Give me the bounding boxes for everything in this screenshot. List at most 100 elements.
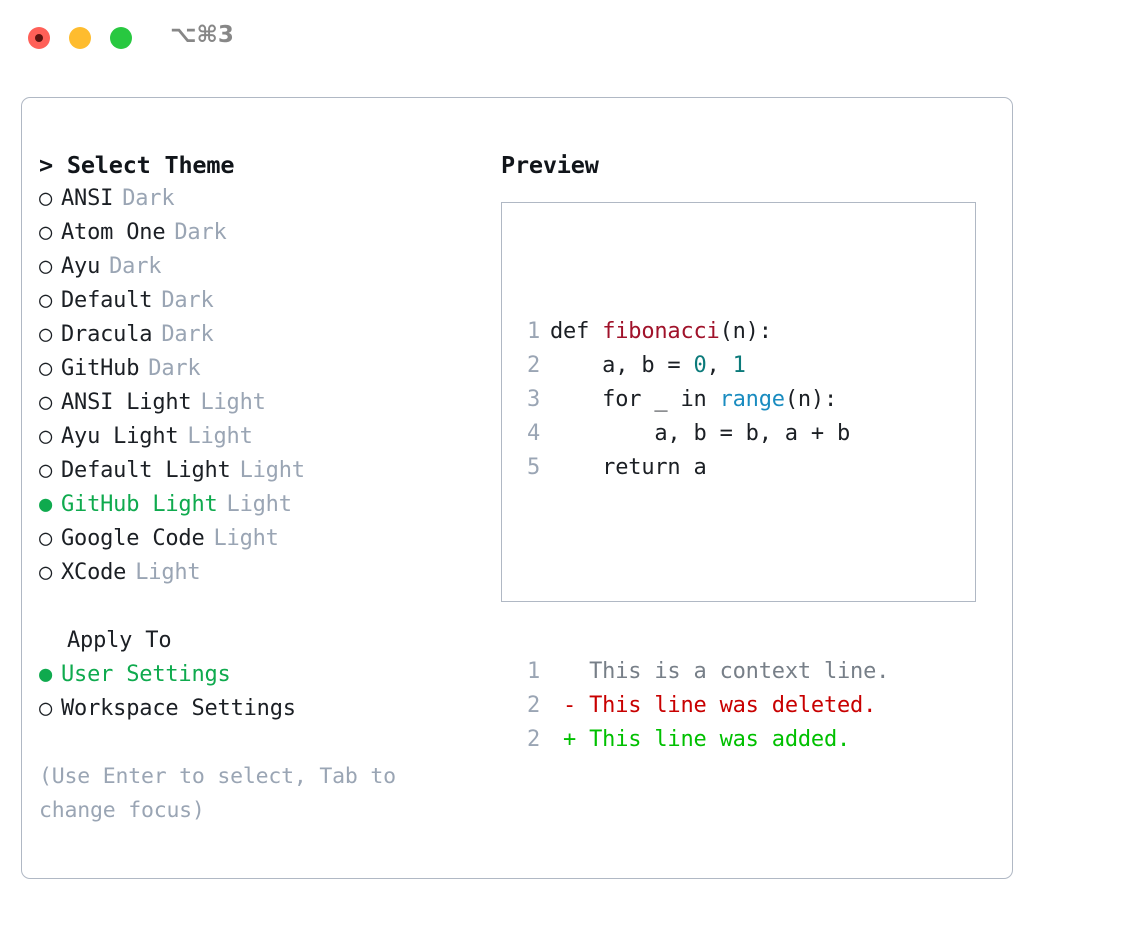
theme-option-label: Default <box>61 288 153 313</box>
theme-option-label: ANSI Light <box>61 390 192 415</box>
radio-unselected-icon: ○ <box>39 424 53 449</box>
line-number: 2 <box>526 693 540 718</box>
keyboard-shortcut-label: ⌥⌘3 <box>170 22 234 48</box>
line-number: 1 <box>526 319 540 344</box>
diff-line-ctx: 1 This is a context line. <box>514 655 889 689</box>
theme-option-tag: Dark <box>148 356 201 381</box>
diff-line-del: 2 - This line was deleted. <box>514 689 889 723</box>
diff-marker: - <box>550 693 577 718</box>
code-line: 4 a, b = b, a + b <box>514 417 889 451</box>
radio-selected-icon: ● <box>39 492 53 517</box>
code-token: a, b = b, a + b <box>550 421 851 446</box>
theme-option-default-light[interactable]: ○ Default Light Light <box>39 454 479 488</box>
line-number: 2 <box>526 353 540 378</box>
radio-unselected-icon: ○ <box>39 696 53 721</box>
window-controls <box>28 27 132 49</box>
theme-option-tag: Light <box>135 560 201 585</box>
code-token: (n): <box>784 387 838 412</box>
diff-text: This line was added. <box>576 727 851 752</box>
code-line: 1 def fibonacci(n): <box>514 315 889 349</box>
theme-option-ansi[interactable]: ○ ANSI Dark <box>39 182 479 216</box>
theme-option-label: GitHub <box>61 356 140 381</box>
diff-sample: 1 This is a context line.2 - This line w… <box>514 655 889 757</box>
radio-unselected-icon: ○ <box>39 458 53 483</box>
theme-option-label: Dracula <box>61 322 153 347</box>
radio-unselected-icon: ○ <box>39 356 53 381</box>
code-token: for _ in <box>550 387 720 412</box>
line-number: 2 <box>526 727 540 752</box>
code-token: 1 <box>732 353 746 378</box>
code-token: return a <box>550 455 707 480</box>
close-button[interactable] <box>28 27 50 49</box>
code-token: fibonacci <box>602 319 720 344</box>
diff-text: This line was deleted. <box>576 693 877 718</box>
theme-option-tag: Light <box>239 458 305 483</box>
theme-option-label: ANSI <box>61 186 114 211</box>
radio-selected-icon: ● <box>39 662 53 687</box>
section-spacer <box>39 590 479 624</box>
theme-option-label: XCode <box>61 560 127 585</box>
radio-unselected-icon: ○ <box>39 186 53 211</box>
theme-option-label: Atom One <box>61 220 166 245</box>
theme-option-tag: Light <box>187 424 253 449</box>
diff-marker <box>550 659 576 684</box>
minimize-button[interactable] <box>69 27 91 49</box>
code-token: 0 <box>693 353 707 378</box>
apply-to-header: Apply To <box>67 628 172 653</box>
radio-unselected-icon: ○ <box>39 322 53 347</box>
theme-option-label: GitHub Light <box>61 492 218 517</box>
diff-text: This is a context line. <box>576 659 890 684</box>
theme-option-tag: Dark <box>109 254 162 279</box>
line-number: 5 <box>526 455 540 480</box>
preview-title: Preview <box>501 151 599 179</box>
theme-option-tag: Light <box>226 492 292 517</box>
radio-unselected-icon: ○ <box>39 560 53 585</box>
code-token: range <box>719 387 785 412</box>
theme-option-ayu[interactable]: ○ Ayu Dark <box>39 250 479 284</box>
theme-option-xcode[interactable]: ○ XCode Light <box>39 556 479 590</box>
select-theme-header: > Select Theme <box>39 151 235 179</box>
theme-option-label: Ayu Light <box>61 424 179 449</box>
theme-option-ayu-light[interactable]: ○ Ayu Light Light <box>39 420 479 454</box>
theme-option-label: Google Code <box>61 526 205 551</box>
radio-unselected-icon: ○ <box>39 526 53 551</box>
code-line: 5 return a <box>514 451 889 485</box>
theme-option-label: Ayu <box>61 254 101 279</box>
diff-line-add: 2 + This line was added. <box>514 723 889 757</box>
theme-option-tag: Dark <box>174 220 227 245</box>
theme-option-github-light[interactable]: ● GitHub Light Light <box>39 488 479 522</box>
apply-option-label: User Settings <box>61 662 231 687</box>
line-number: 4 <box>526 421 540 446</box>
theme-option-tag: Dark <box>161 288 214 313</box>
theme-option-github[interactable]: ○ GitHub Dark <box>39 352 479 386</box>
theme-option-tag: Light <box>213 526 279 551</box>
title-bar: ⌥⌘3 <box>0 0 1140 78</box>
maximize-button[interactable] <box>110 27 132 49</box>
diff-marker: + <box>550 727 577 752</box>
code-token: (n): <box>719 319 772 344</box>
theme-option-tag: Dark <box>122 186 175 211</box>
apply-option-user-settings[interactable]: ● User Settings <box>39 658 479 692</box>
theme-option-default[interactable]: ○ Default Dark <box>39 284 479 318</box>
apply-option-workspace-settings[interactable]: ○Workspace Settings <box>39 692 479 726</box>
code-token: def <box>550 319 603 344</box>
theme-option-label: Default Light <box>61 458 231 483</box>
apply-to-list: ● User Settings ○Workspace Settings <box>39 658 479 726</box>
radio-unselected-icon: ○ <box>39 288 53 313</box>
code-token: , <box>706 353 733 378</box>
radio-unselected-icon: ○ <box>39 254 53 279</box>
theme-option-tag: Light <box>200 390 266 415</box>
theme-option-google-code[interactable]: ○ Google Code Light <box>39 522 479 556</box>
code-line: 3 for _ in range(n): <box>514 383 889 417</box>
